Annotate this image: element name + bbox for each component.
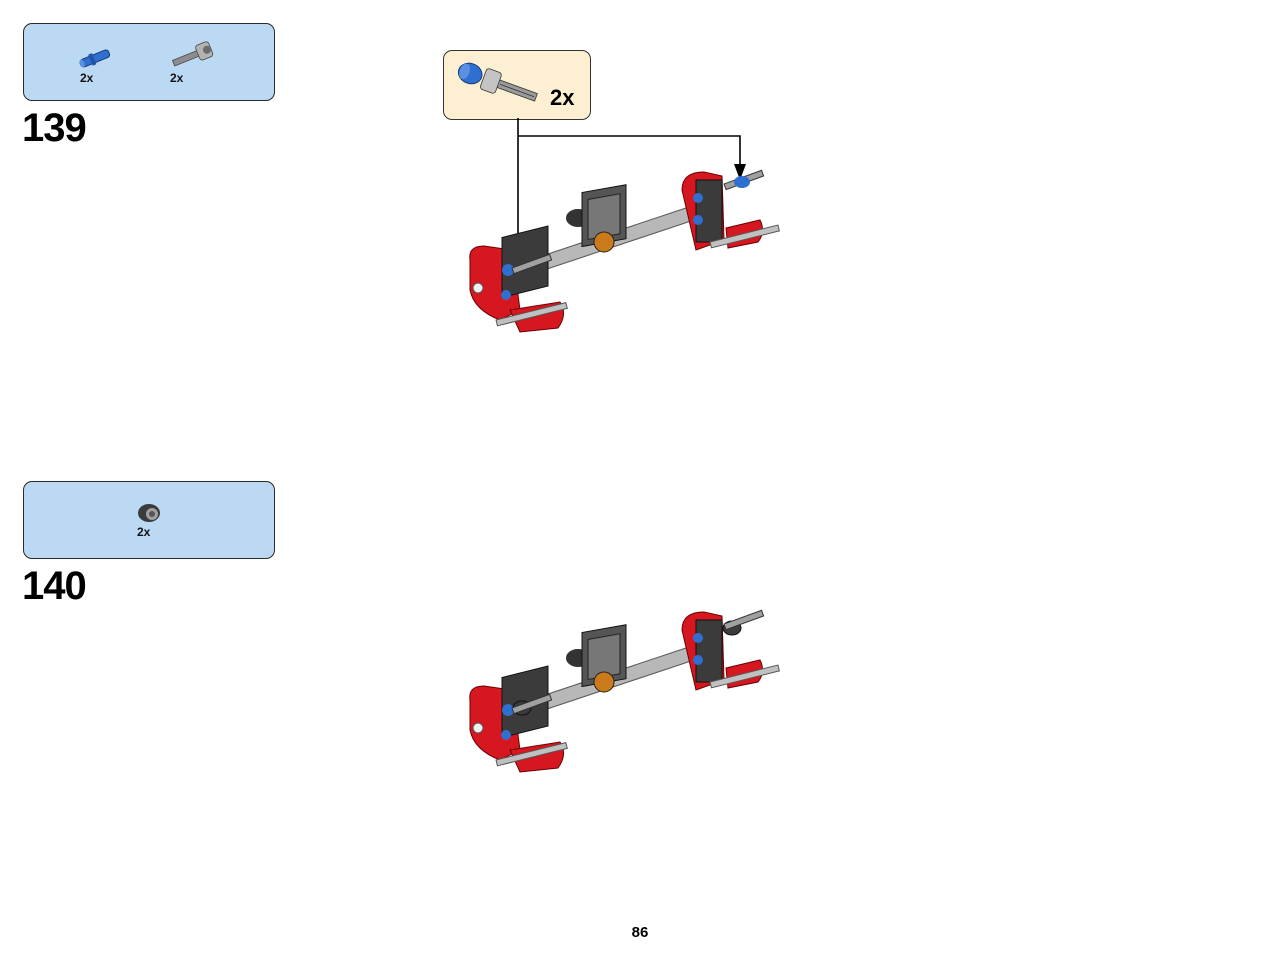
model-assembly-step-139 [469, 169, 780, 333]
part-qty: 2x [137, 525, 151, 539]
page-number: 86 [631, 924, 649, 941]
grey-axle-connector-icon [171, 41, 214, 67]
callout-qty: 2x [550, 85, 575, 110]
part-qty: 2x [170, 71, 184, 85]
model-assembly-step-140 [469, 609, 780, 773]
part-qty: 2x [80, 71, 94, 85]
parts-list-step-140: 2x [23, 481, 275, 559]
axle-pin-with-connector-icon [457, 62, 538, 102]
step-number: 139 [22, 106, 87, 150]
parts-list-step-139: 2x 2x [23, 23, 275, 101]
subassembly-callout: 2x [443, 50, 591, 120]
dark-bush-icon [138, 504, 160, 522]
blue-axle-pin-icon [79, 49, 111, 68]
step-number: 140 [22, 564, 87, 608]
